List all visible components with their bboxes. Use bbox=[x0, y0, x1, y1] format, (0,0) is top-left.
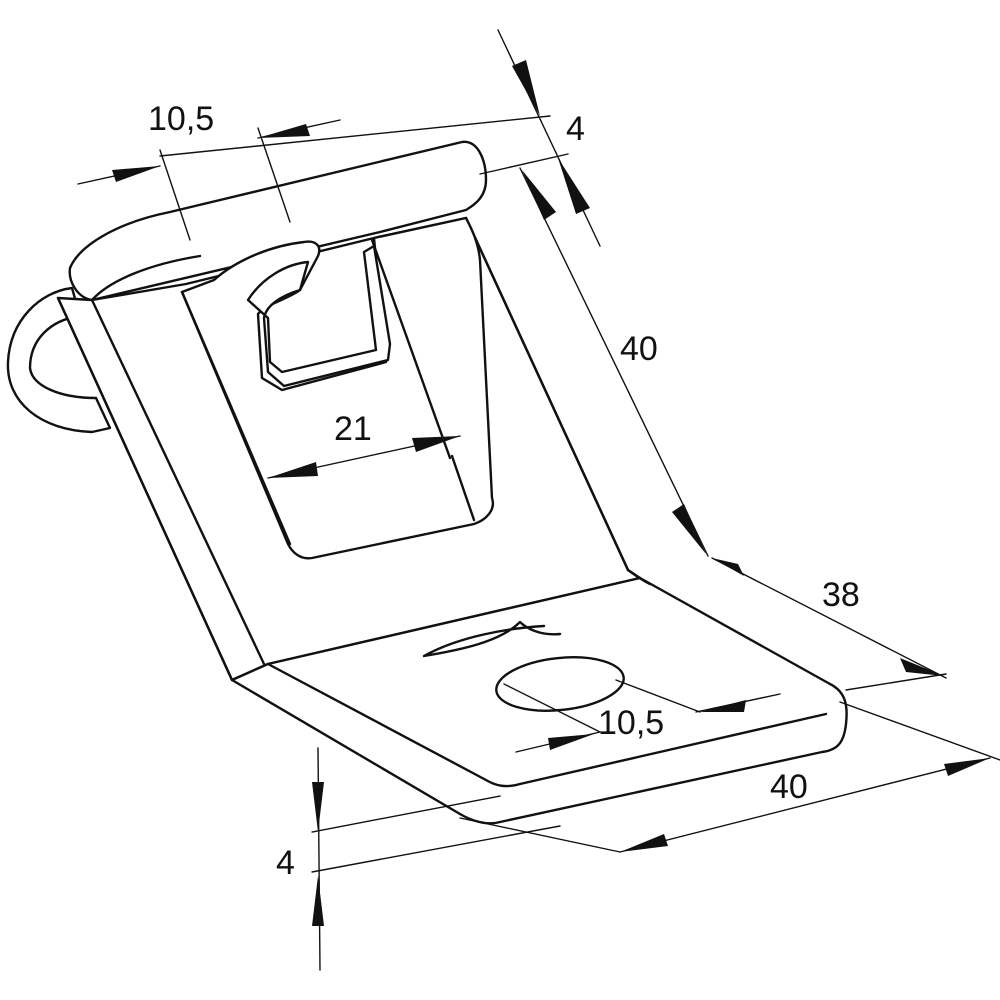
rear-hook-loop bbox=[6, 286, 112, 434]
base-hole bbox=[495, 656, 625, 712]
vertical-plate-side-inner bbox=[90, 298, 266, 666]
dim-slot-width: 21 bbox=[334, 410, 372, 448]
slot-depth-edge-left bbox=[180, 290, 292, 546]
dim-vertical-height: 40 bbox=[620, 330, 658, 368]
slot-inner-hook bbox=[246, 244, 392, 388]
base-plate-top-edge bbox=[266, 662, 828, 788]
dim-base-thickness: 4 bbox=[276, 844, 295, 882]
base-hole-center-mark bbox=[422, 620, 562, 658]
bracket-part bbox=[6, 140, 848, 825]
dimension-lines bbox=[77, 29, 1000, 971]
slot-depth-edge-right-2 bbox=[450, 454, 476, 522]
dim-top-width: 10,5 bbox=[148, 100, 214, 138]
base-plate-bend bbox=[626, 568, 652, 586]
dim-base-depth: 38 bbox=[822, 576, 860, 614]
dim-base-width: 40 bbox=[770, 768, 808, 806]
dim-top-thickness: 4 bbox=[566, 110, 585, 148]
dimension-labels: 10,5 4 40 21 38 10,5 40 4 bbox=[148, 100, 860, 882]
dim-hole-diameter: 10,5 bbox=[598, 704, 664, 742]
vertical-plate-side bbox=[56, 296, 234, 682]
top-flange-inner-curve bbox=[90, 254, 202, 302]
slot-depth-edge-right bbox=[370, 238, 452, 460]
vertical-plate-right-edge bbox=[464, 216, 630, 572]
